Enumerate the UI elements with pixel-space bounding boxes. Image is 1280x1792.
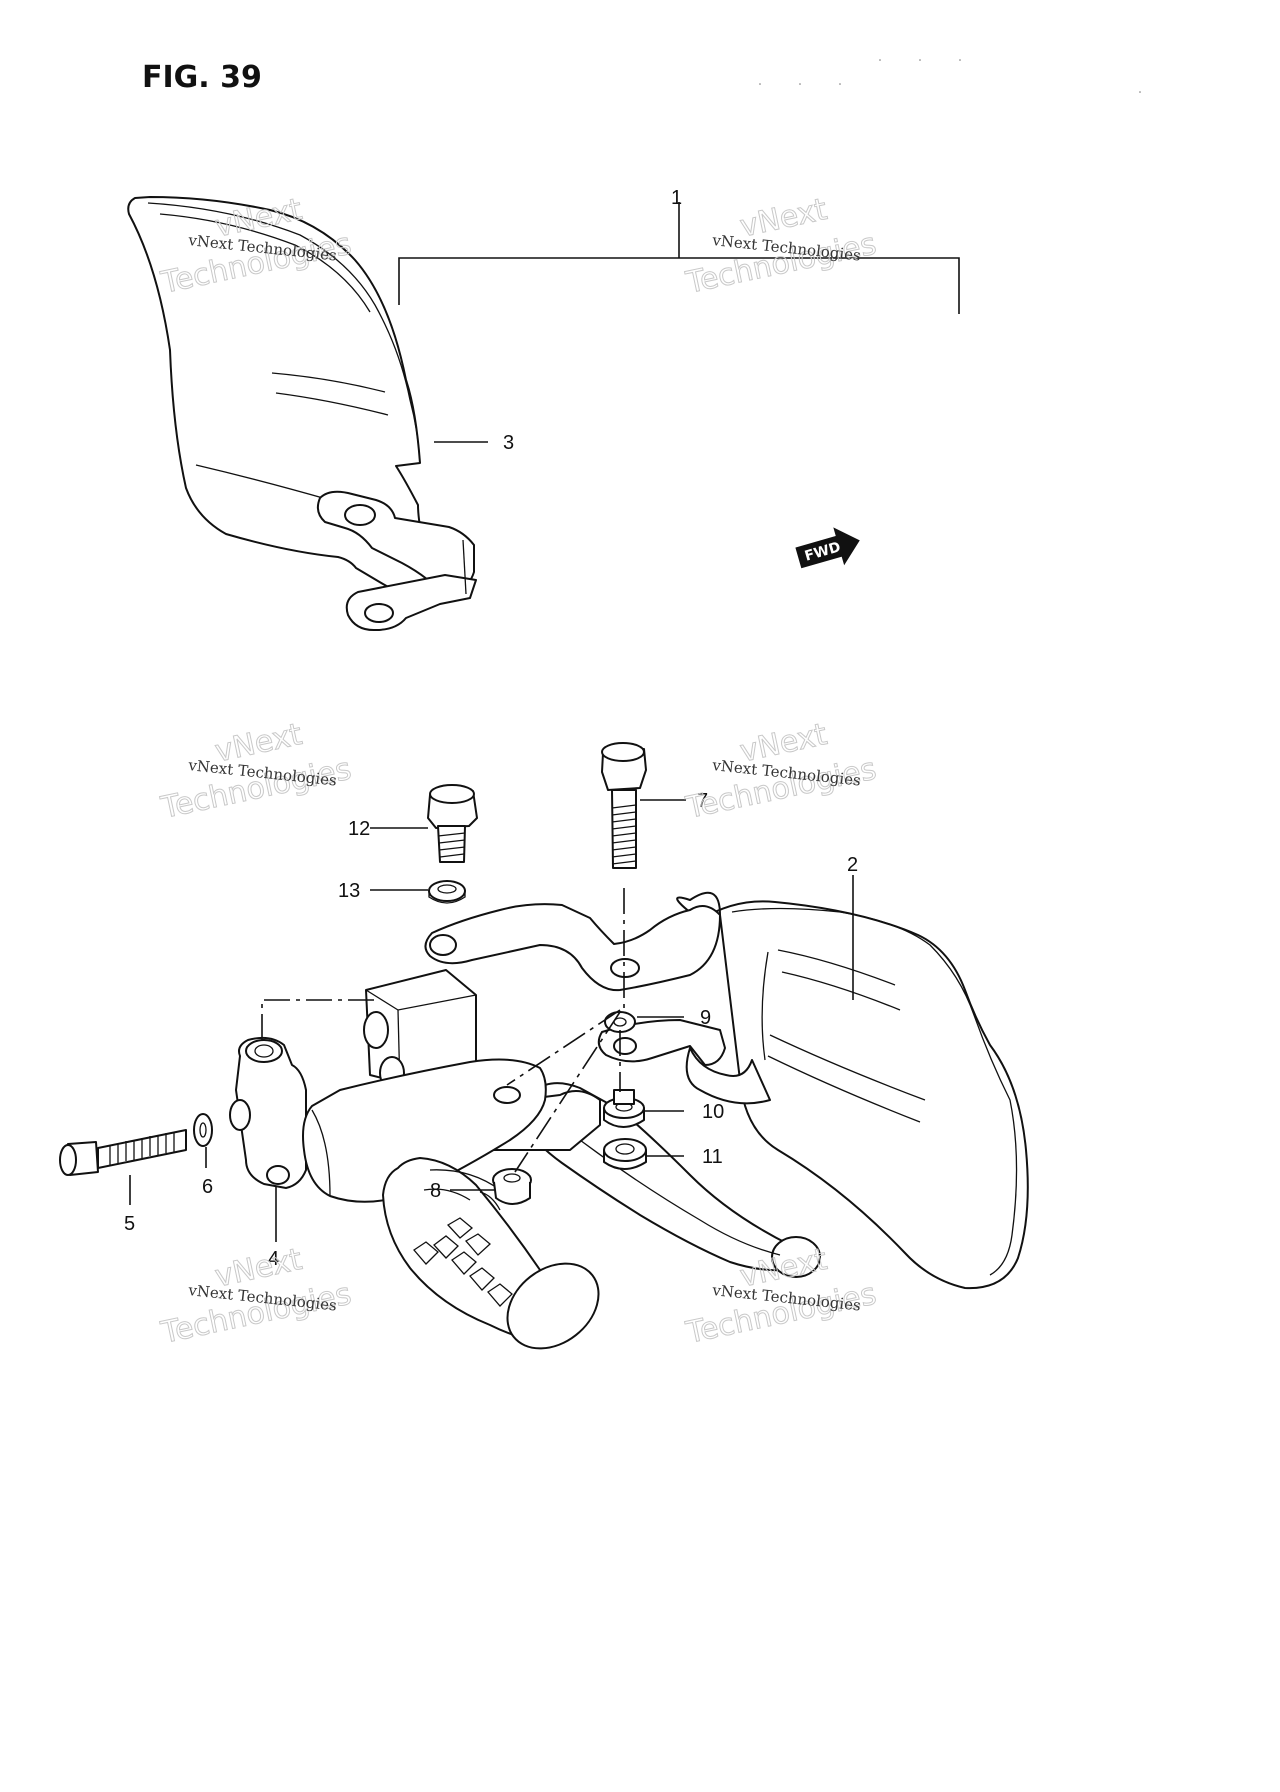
callout-13: 13 [338,880,360,902]
callout-10: 10 [702,1101,724,1123]
clamp-part-4 [229,1036,307,1189]
handlebar-grip [302,1058,600,1350]
callout-3: 3 [503,432,514,454]
washer-part-13 [428,880,466,904]
bolt-part-8 [492,1168,532,1205]
callout-leaders [129,441,854,1242]
callout-2: 2 [847,854,858,876]
washer-part-6 [193,1113,213,1147]
nut-part-11 [603,1138,647,1170]
callout-labels: 1 2 3 4 5 6 7 8 9 10 11 12 13 [124,187,858,1270]
callout-1: 1 [671,187,682,209]
fwd-arrow-icon: FWD [795,527,860,569]
callout-7: 7 [697,790,708,812]
bolt-part-12 [427,784,478,863]
assembly-guide-lines [261,888,625,1173]
bolt-part-5 [59,1129,187,1176]
callout-5: 5 [124,1213,135,1235]
callout-4: 4 [268,1248,279,1270]
scan-dots [759,59,1141,93]
callout-12: 12 [348,818,370,840]
callout-11: 11 [702,1146,723,1168]
assembly-bracket-1 [398,202,960,314]
housing-washer [493,1086,521,1104]
nut-part-10 [603,1089,645,1128]
bolt-part-7 [601,742,647,869]
callout-8: 8 [430,1180,441,1202]
hand-guard-part-3 [127,196,477,632]
callout-9: 9 [700,1007,711,1029]
figure-title: FIG. 39 [142,60,262,95]
callout-6: 6 [202,1176,213,1198]
